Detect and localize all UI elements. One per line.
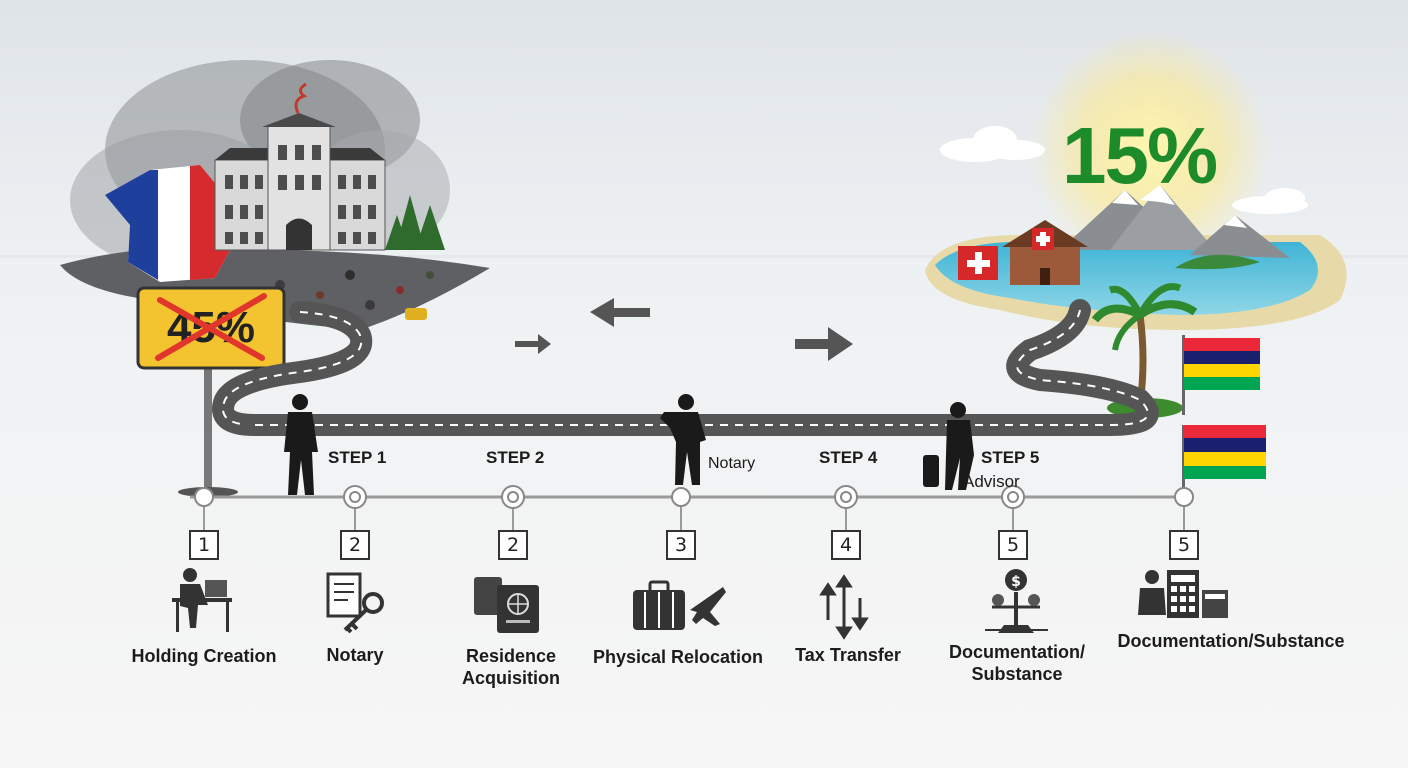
mauritius-flag-upper [1182,335,1260,415]
timeline-number-box: 5 [1169,530,1199,560]
desk-worker-icon [172,568,232,632]
timeline-number-box: 1 [189,530,219,560]
debris-field [257,270,434,320]
pine-trees [385,195,445,250]
timeline-node-6 [1001,485,1025,509]
timeline-number-box: 2 [340,530,370,560]
person-silhouette-notary [660,394,706,485]
document-key-icon [326,572,384,634]
mountains [1060,185,1290,258]
horizon-line [0,255,1408,258]
caption-notary: Notary [326,645,384,665]
road-label-step4: STEP 4 [819,448,878,467]
person-silhouette-1 [284,394,318,495]
road-label-step2: STEP 2 [486,448,545,467]
small-island [1175,254,1260,270]
timeline-node-3 [501,485,525,509]
cloud-right [1232,188,1308,214]
mauritius-flag-lower [1182,425,1266,495]
calculator-person-icon [1138,570,1228,618]
caption-tax-transfer: Tax Transfer [795,645,901,665]
chateau-building [214,82,386,251]
road [212,299,1159,436]
timeline-number-box: 3 [666,530,696,560]
timeline-node-1 [194,487,214,507]
timeline-node-5 [834,485,858,509]
arrow-right-large-icon [795,327,853,361]
arrow-left-icon [590,298,650,327]
target-tax-rate: 15% [1062,111,1218,200]
caption-physical-relocation: Physical Relocation [592,647,764,667]
strike-through-mark [155,293,267,361]
timeline-node-4 [671,487,691,507]
timeline-number-box: 5 [998,530,1028,560]
svg-text:$: $ [1011,574,1021,590]
swiss-chalet [1002,220,1088,285]
road-label-notary: Notary [708,455,756,472]
cloud-left [940,126,1045,162]
sign-post [204,365,212,490]
caption-residence-acquisition: Residence Acquisition [462,646,560,688]
person-silhouette-advisor [923,402,974,490]
sun-glow [1030,30,1270,270]
timeline-number-box: 2 [498,530,528,560]
caption-holding-creation: Holding Creation [131,646,277,666]
transfer-arrows-icon [819,574,869,640]
swiss-flag [958,246,998,280]
caption-documentation-substance-1: Documentation/ Substance [948,642,1085,684]
road-label-step5: STEP 5 [981,448,1040,467]
timeline-node-2 [343,485,367,509]
arrow-right-small-icon [515,334,551,354]
timeline-number-box: 4 [831,530,861,560]
timeline-node-7 [1174,487,1194,507]
luggage-plane-icon [633,580,726,630]
road-label-step1: STEP 1 [328,448,387,467]
caption-documentation-substance-2: Documentation/Substance [1117,631,1345,651]
money-scale-icon: $ [985,569,1048,633]
passport-icon [474,577,539,633]
road-label-advisor: Advisor [963,472,1020,491]
